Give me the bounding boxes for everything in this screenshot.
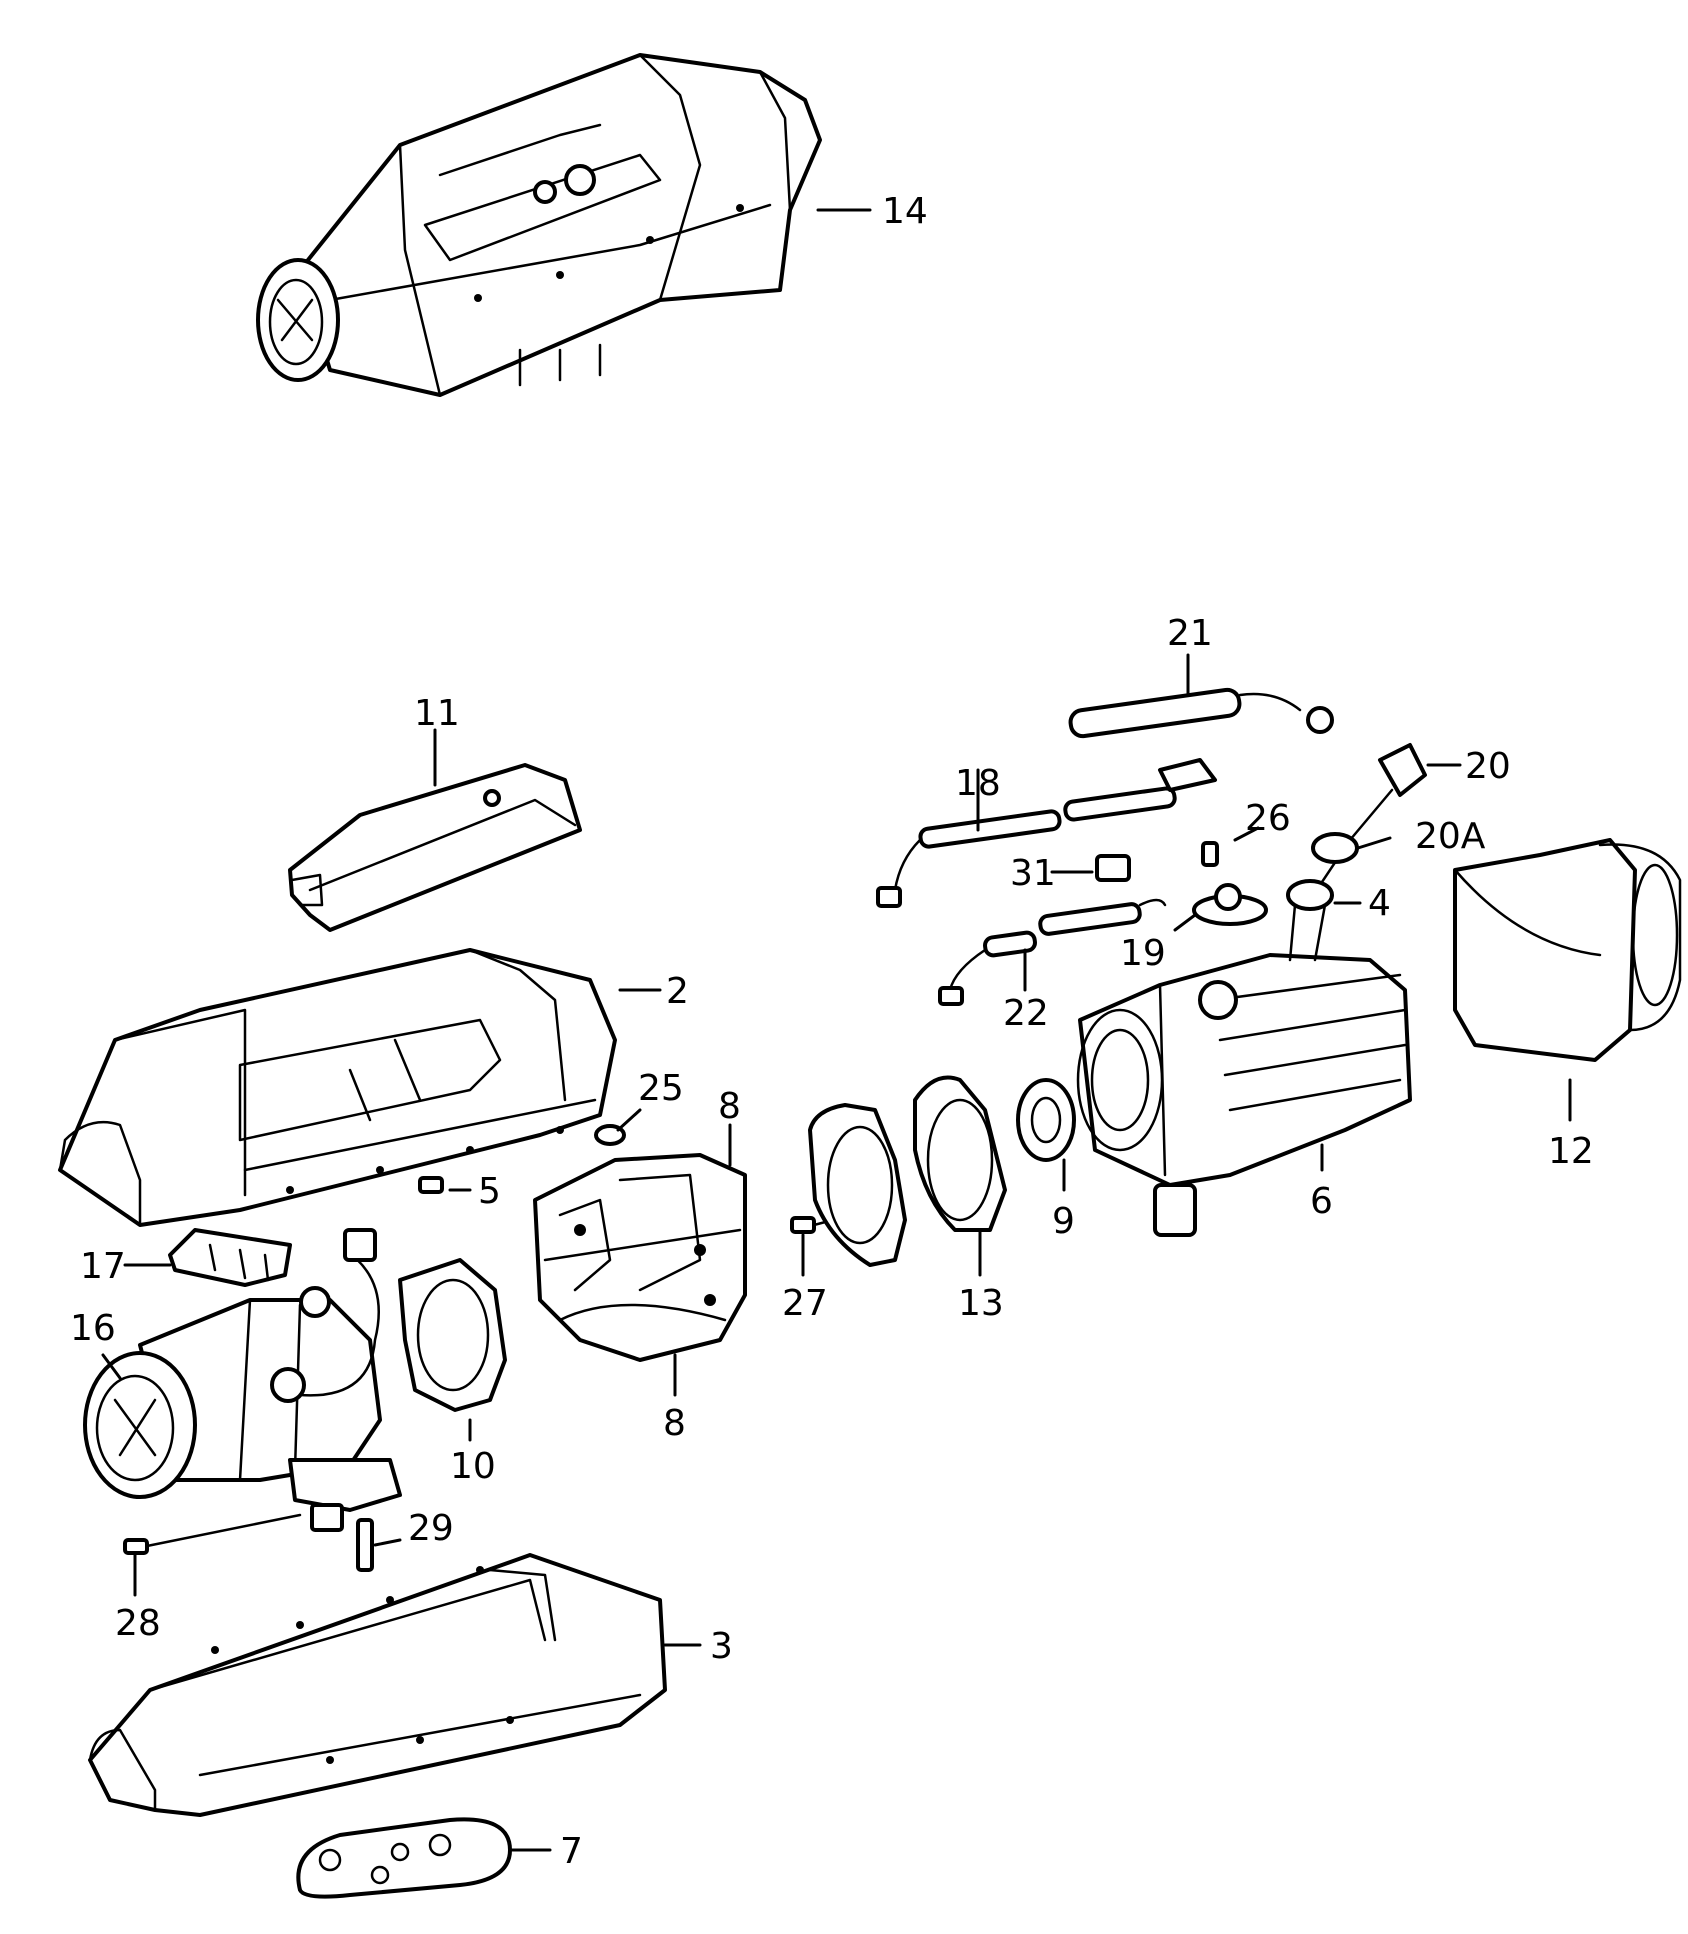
part-17-control-unit <box>168 1228 292 1287</box>
part-29-glow-pin <box>356 1518 374 1572</box>
callout-7: 7 <box>560 1831 583 1872</box>
part-20a-seal <box>1311 832 1359 864</box>
part-8-heat-shield <box>533 1153 747 1362</box>
part-3-lower-housing <box>88 1553 667 1817</box>
part-9-bearing-ring <box>1016 1078 1076 1162</box>
callout-8-bottom: 8 <box>663 1403 686 1444</box>
callout-10: 10 <box>450 1446 496 1487</box>
callout-4: 4 <box>1368 883 1391 924</box>
part-26-screw <box>1201 841 1219 867</box>
callout-13: 13 <box>958 1283 1004 1324</box>
callout-28: 28 <box>115 1603 161 1644</box>
callout-22: 22 <box>1003 993 1049 1034</box>
part-20-glow-plug <box>1308 743 1427 902</box>
callout-labels: 14 11 2 5 25 8 8 17 16 10 29 28 3 7 27 1… <box>70 191 1594 1872</box>
part-2-upper-housing <box>58 948 617 1227</box>
part-31-clip <box>1095 854 1131 882</box>
callout-20a: 20A <box>1415 816 1486 857</box>
part-7-base-plate <box>296 1817 512 1899</box>
part-28-screw <box>123 1513 302 1555</box>
callout-16: 16 <box>70 1308 116 1349</box>
callout-11: 11 <box>414 693 460 734</box>
callout-3: 3 <box>710 1626 733 1667</box>
callout-26: 26 <box>1245 798 1291 839</box>
part-16-blower-motor <box>83 1228 402 1532</box>
callout-31: 31 <box>1010 853 1056 894</box>
part-22-wiring-harness <box>938 898 1167 1006</box>
part-5-screw <box>418 1176 444 1194</box>
callout-12: 12 <box>1548 1131 1594 1172</box>
callout-25: 25 <box>638 1068 684 1109</box>
part-13-gasket <box>808 1075 1007 1267</box>
part-21-sensor-cable <box>1068 687 1334 739</box>
part-4-sleeve <box>1286 879 1334 962</box>
callout-14: 14 <box>882 191 928 232</box>
part-12-end-cap <box>1453 838 1682 1062</box>
part-18-wiring-harness <box>876 758 1217 908</box>
callout-27: 27 <box>782 1283 828 1324</box>
callout-8-top: 8 <box>718 1086 741 1127</box>
callout-2: 2 <box>666 971 689 1012</box>
callout-18: 18 <box>955 763 1001 804</box>
callout-5: 5 <box>478 1171 501 1212</box>
callout-21: 21 <box>1167 613 1213 654</box>
callout-17: 17 <box>80 1246 126 1287</box>
callout-29: 29 <box>408 1508 454 1549</box>
callout-20: 20 <box>1465 746 1511 787</box>
callout-9: 9 <box>1052 1201 1075 1242</box>
leader-lines <box>101 208 1572 1852</box>
part-11-top-cover <box>288 763 582 932</box>
part-6-heat-exchanger <box>1076 953 1412 1237</box>
callout-6: 6 <box>1310 1181 1333 1222</box>
part-10-gasket <box>398 1258 507 1412</box>
part-14-heater-assembly <box>256 53 822 397</box>
callout-19: 19 <box>1120 933 1166 974</box>
part-19-overheat-switch <box>1192 883 1268 926</box>
